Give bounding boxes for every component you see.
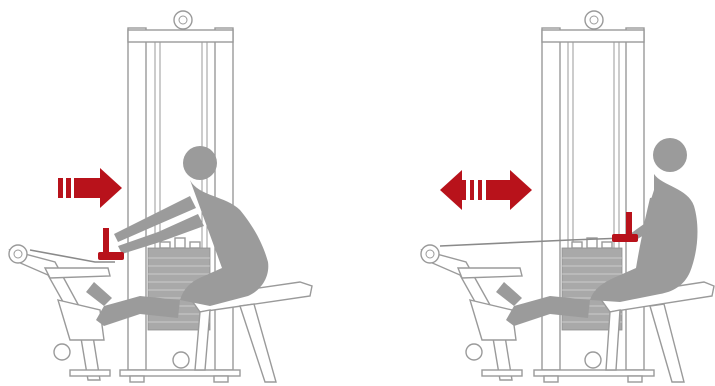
foot-rest [9, 245, 110, 380]
panel-start-position [9, 11, 312, 382]
top-pulley [174, 11, 192, 29]
direction-arrow-push-right [58, 168, 122, 208]
direction-arrow-double-left-right [440, 170, 532, 210]
panel-end-position [421, 11, 714, 382]
foot-rest [421, 245, 522, 380]
top-pulley [585, 11, 603, 29]
